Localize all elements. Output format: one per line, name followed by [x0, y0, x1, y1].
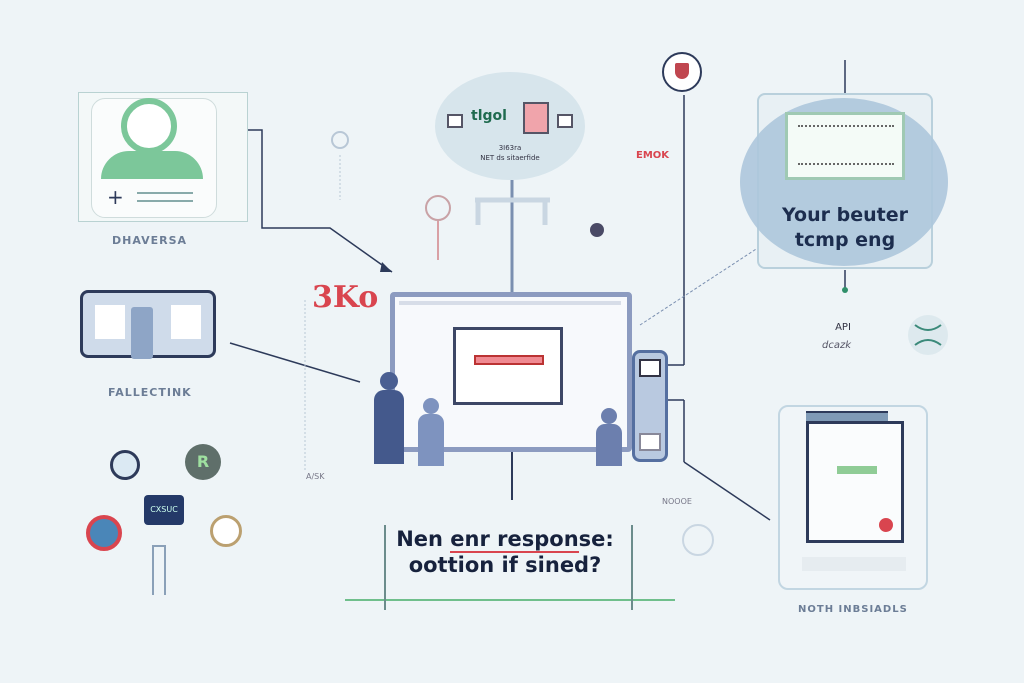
logo-r-icon: R — [185, 444, 221, 480]
confirm-button[interactable] — [837, 466, 877, 474]
profile-card-label: DHAVERSA — [112, 234, 188, 247]
person-adult — [370, 372, 408, 464]
server-tower — [632, 350, 668, 462]
profile-card: + — [78, 92, 248, 222]
avatar — [121, 98, 177, 154]
phone-card — [778, 405, 928, 590]
phone-card-label: NOTH INBSIADLS — [798, 604, 908, 615]
alert-button[interactable] — [474, 355, 544, 365]
question-text: Nen enr response: oottion if sined? — [396, 527, 614, 577]
shield-badge-icon — [210, 515, 242, 547]
icon-cluster: R CXSUC — [60, 440, 270, 600]
error-tag: EMOK — [636, 150, 670, 161]
hub-oval: tlgol 3I63ra NET ds sitaerfide — [435, 72, 585, 180]
door-icon — [523, 102, 549, 134]
plus-icon[interactable]: + — [107, 185, 124, 209]
node-tag: NOOOE — [662, 497, 692, 506]
server-panel-label: FALLECTINK — [108, 386, 192, 399]
person-right — [590, 408, 626, 466]
server-panel — [80, 290, 216, 359]
lock-icon — [110, 450, 140, 480]
ask-tag: A/SK — [306, 472, 325, 481]
phone-screen — [806, 421, 904, 543]
api-label[interactable]: API — [835, 322, 851, 333]
globe-icon — [86, 515, 122, 551]
scribble-mark: 3Ko — [312, 280, 379, 315]
hub-brand: tlgol — [471, 108, 507, 124]
chat-bubble — [785, 112, 905, 180]
shield-icon — [662, 52, 702, 92]
dialog-window — [453, 327, 563, 405]
briefcase-icon: CXSUC — [144, 495, 184, 525]
person-child — [414, 398, 448, 466]
server-icon — [131, 307, 153, 359]
